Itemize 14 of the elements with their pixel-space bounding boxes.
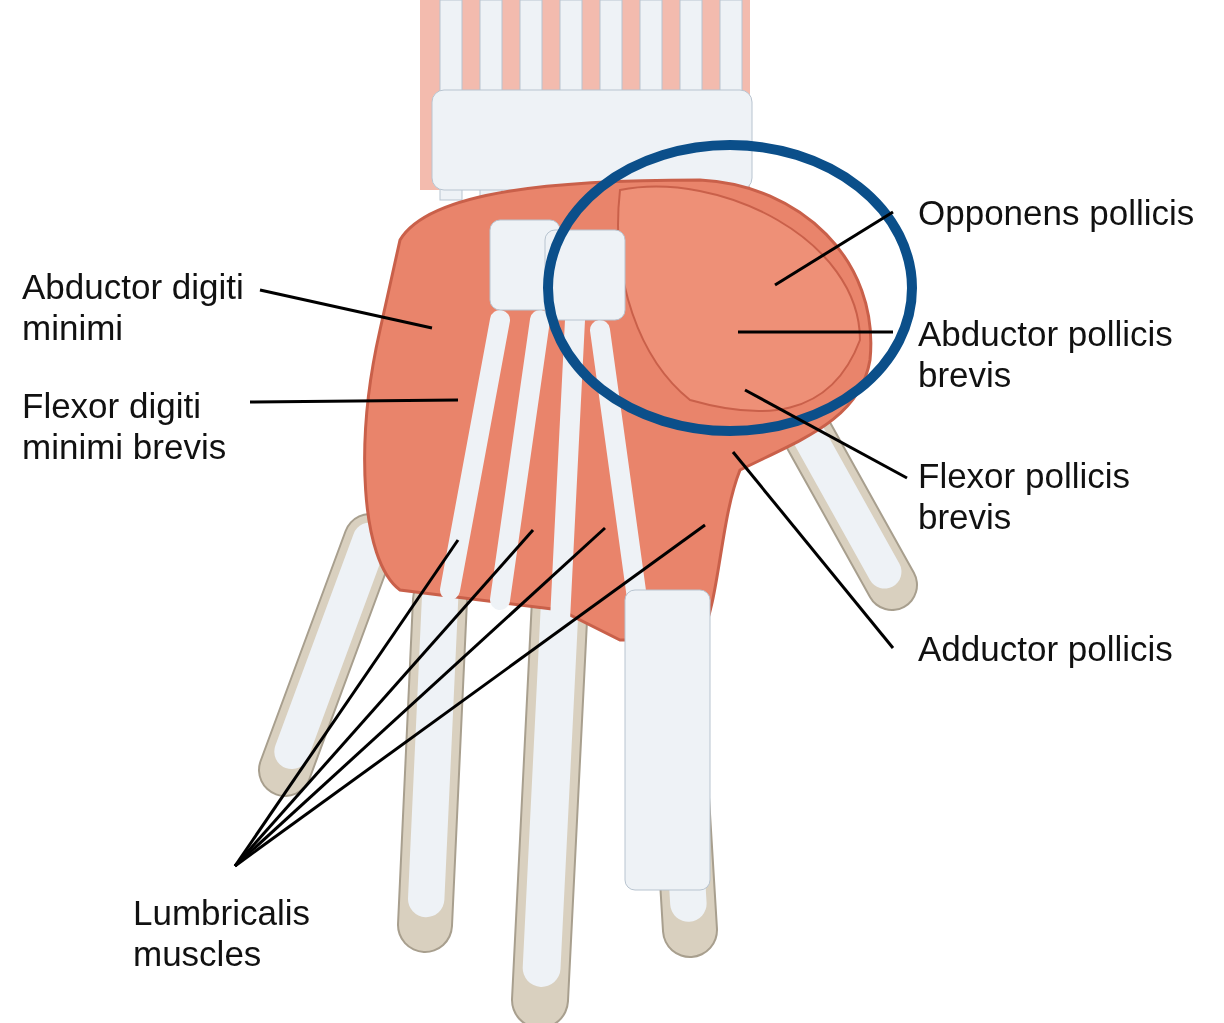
leader-line [234,523,706,868]
leader-line [738,330,893,334]
muscle-label: Lumbricalis muscles [133,892,311,974]
muscle-label: Opponens pollicis [918,192,1196,233]
muscle-label: Flexor digiti minimi brevis [22,385,228,467]
leader-line [259,288,433,330]
muscle-label: Flexor pollicis brevis [918,455,1131,537]
muscle-label: Abductor pollicis brevis [918,313,1174,395]
muscle-label: Abductor digiti minimi [22,266,245,348]
leader-line [731,451,895,649]
leader-line [250,398,458,404]
leader-line [744,388,908,480]
muscle-label: Adductor pollicis [918,628,1174,669]
leader-line [233,529,535,867]
